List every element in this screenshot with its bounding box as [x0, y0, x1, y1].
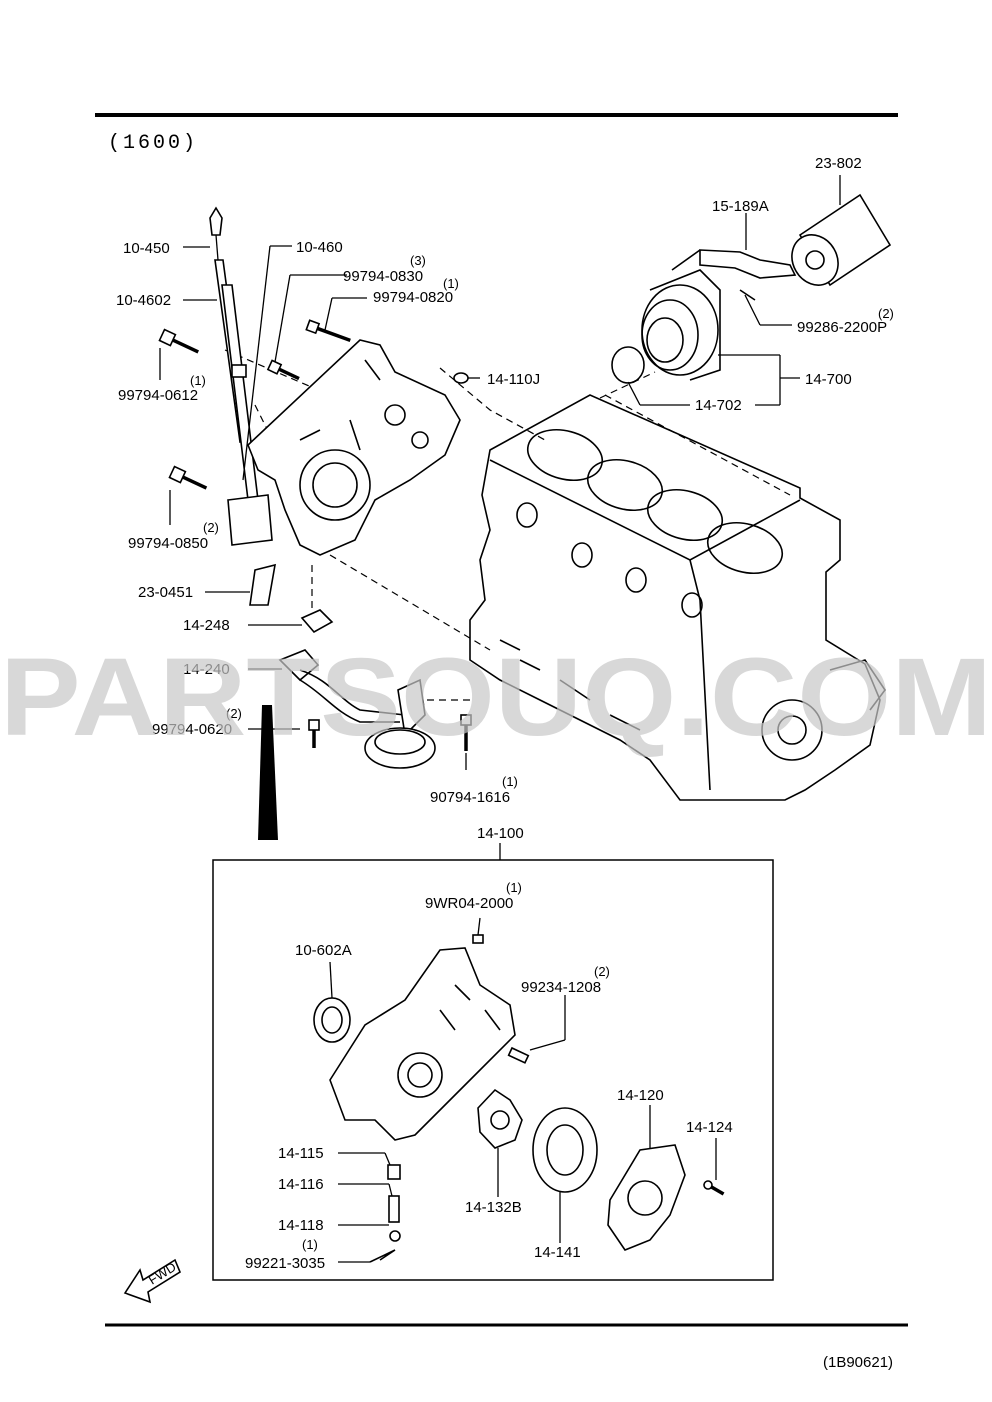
part-qty: (2) [226, 706, 242, 721]
part-label: 99794-0620 [152, 721, 232, 738]
part-qty: (1) [190, 373, 206, 388]
part-qty: (1) [506, 880, 522, 895]
variant-header: (1600) [108, 132, 198, 155]
fwd-arrow: FWD [123, 1258, 181, 1304]
part-label: 23-802 [815, 155, 862, 172]
pump-cover [607, 1144, 686, 1251]
plug-9WR04 [472, 934, 484, 944]
part-label: 15-189A [712, 198, 769, 215]
o-ring-14-110J [453, 372, 469, 384]
bolt-icons [158, 319, 472, 751]
gasket-14-248 [300, 609, 334, 634]
part-qty: (1) [302, 1237, 318, 1252]
front-cover [247, 339, 461, 556]
part-label: 14-110J [487, 371, 540, 388]
part-label: 99221-3035 [245, 1255, 325, 1272]
part-label: 9WR04-2000 [425, 895, 513, 912]
part-label: 14-248 [183, 617, 230, 634]
watermark: PARTSOUQ.COM [0, 636, 992, 759]
part-qty: (2) [878, 306, 894, 321]
part-label: 99234-1208 [521, 979, 601, 996]
part-qty: (1) [502, 774, 518, 789]
part-label: 10-450 [123, 240, 170, 257]
leader-lines [159, 175, 841, 1263]
pin-99234-1208 [507, 1046, 530, 1064]
part-label: 23-0451 [138, 584, 193, 601]
part-label: 14-116 [278, 1176, 324, 1193]
part-label: 14-124 [686, 1119, 733, 1136]
relief-valve-parts [369, 1164, 401, 1263]
oil-strainer [278, 649, 436, 769]
oil-cooler [611, 269, 721, 384]
assembly-box [212, 859, 774, 1281]
part-label: 14-132B [465, 1199, 522, 1216]
fwd-wedge [258, 705, 278, 840]
part-qty: (3) [410, 253, 426, 268]
part-qty: (2) [203, 520, 219, 535]
exploded-pump-housing [329, 947, 516, 1141]
water-hose [671, 249, 797, 301]
part-label: 14-115 [278, 1145, 324, 1162]
oil-filter [791, 193, 892, 287]
oil-pressure-switch [249, 563, 277, 606]
part-label: 99286-2200P [797, 319, 887, 336]
part-label: 14-702 [695, 397, 742, 414]
part-qty: (1) [443, 276, 459, 291]
diagram-code: (1B90621) [823, 1354, 893, 1371]
dipstick-tube [221, 284, 273, 546]
part-label: 99794-0830 [343, 268, 423, 285]
part-label: 99794-0850 [128, 535, 208, 552]
part-label: 14-240 [183, 661, 230, 678]
part-label: 14-141 [534, 1244, 581, 1261]
part-label: 99794-0612 [118, 387, 198, 404]
inner-rotor [477, 1088, 523, 1149]
part-label: 14-118 [278, 1217, 324, 1234]
part-label: 10-4602 [116, 292, 171, 309]
oil-seal-10-602A [313, 997, 351, 1043]
assembly-label: 14-100 [477, 825, 524, 842]
screw-14-124 [703, 1180, 725, 1196]
part-label: 90794-1616 [430, 789, 510, 806]
part-qty: (2) [594, 964, 610, 979]
part-label: 99794-0820 [373, 289, 453, 306]
outer-rotor [532, 1107, 598, 1193]
engine-block-drawing [469, 394, 886, 801]
part-label: 14-700 [805, 371, 852, 388]
part-labels: 10-450 10-460 10-4602 99794-0830 (3) 997… [116, 155, 894, 1272]
part-label: 10-602A [295, 942, 352, 959]
part-label: 14-120 [617, 1087, 664, 1104]
part-label: 10-460 [296, 239, 343, 256]
